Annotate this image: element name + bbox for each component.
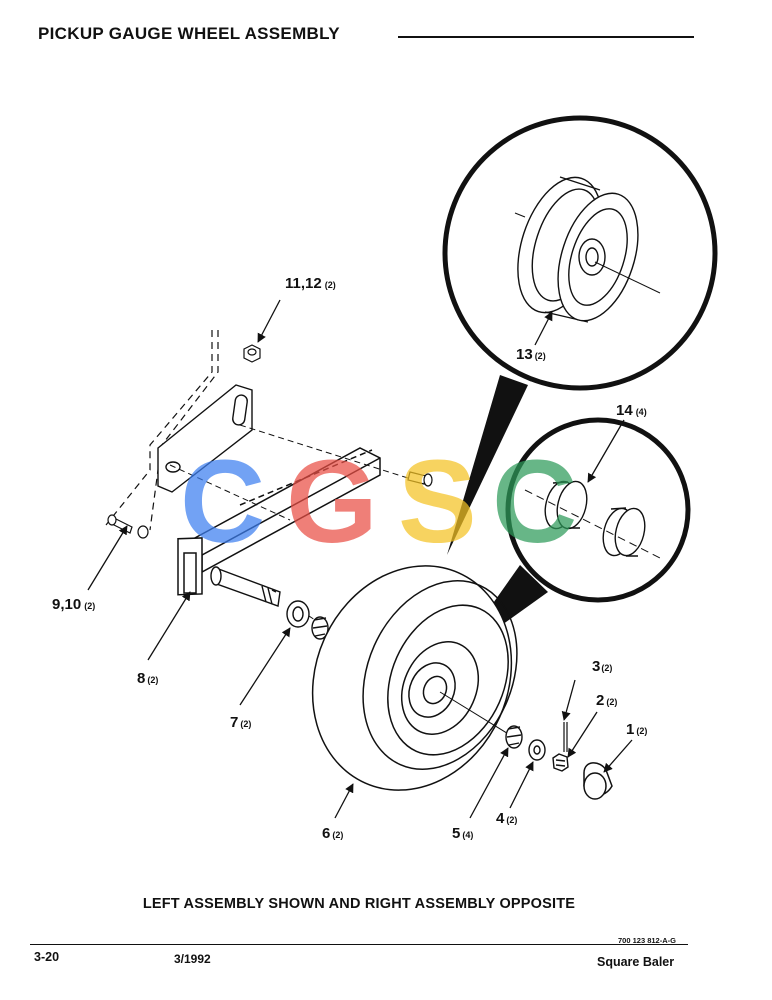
washer-4 (528, 739, 546, 761)
callout-14: 14(4) (616, 402, 647, 419)
watermark-letter-c1: C (180, 436, 265, 568)
spindle (210, 566, 281, 607)
tire-6 (311, 565, 518, 791)
nut-11-12 (243, 344, 261, 363)
assembly-note: LEFT ASSEMBLY SHOWN AND RIGHT ASSEMBLY O… (142, 896, 576, 912)
rim-inset (442, 115, 718, 391)
bearing-cone-inner (311, 616, 329, 640)
watermark-letter-c2: C (492, 436, 577, 568)
callout-13: 13(2) (516, 346, 546, 363)
gauge-wheel-arm-8 (177, 447, 381, 596)
document-number: 700 123 812-A-G (618, 936, 676, 945)
bearing-cone-5 (505, 725, 523, 749)
title-rule (398, 36, 694, 38)
seal-7 (286, 600, 310, 628)
footer-rule (30, 944, 688, 945)
watermark-letter-g: G (286, 436, 378, 568)
bearing-cup-inset (505, 417, 691, 603)
callout-labels: 11,12(2) 13(2) 14(4) 9,10(2) 8(2) 7(2) 6… (52, 275, 647, 842)
callout-9-10: 9,10(2) (52, 596, 95, 613)
callout-3: 3(2) (592, 658, 612, 675)
page-title: PICKUP GAUGE WHEEL ASSEMBLY (38, 24, 340, 43)
leader-arrows (87, 299, 633, 819)
callout-8: 8(2) (137, 670, 158, 687)
callout-11-12: 11,12(2) (285, 275, 336, 292)
callout-7: 7(2) (230, 714, 251, 731)
bolt-stud (407, 471, 433, 487)
bolt-9-10 (107, 514, 149, 539)
page-number: 3-20 (34, 950, 60, 964)
cotter-pin-3 (563, 722, 568, 752)
mounting-plate (157, 384, 253, 493)
watermark-letter-s: S (398, 436, 477, 568)
callout-5: 5(4) (452, 825, 473, 842)
callout-1: 1(2) (626, 721, 647, 738)
castle-nut-2 (552, 753, 569, 772)
callout-4: 4(2) (496, 810, 517, 827)
revision-date: 3/1992 (174, 952, 211, 966)
callout-6: 6(2) (322, 825, 343, 842)
watermark-logo: C G S C (180, 436, 577, 568)
callout-2: 2(2) (596, 692, 617, 709)
product-name: Square Baler (597, 955, 675, 969)
